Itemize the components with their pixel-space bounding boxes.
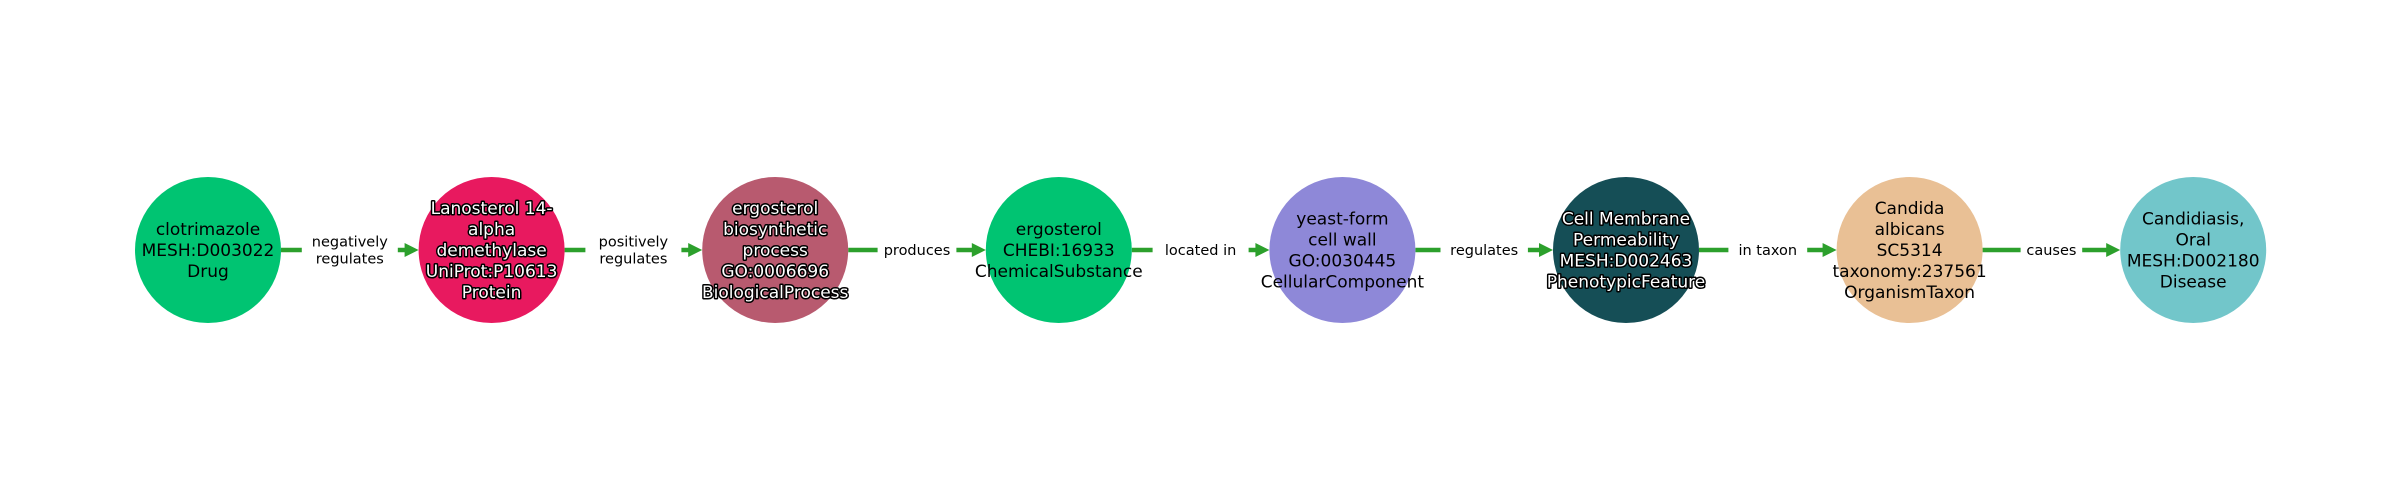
node-label: ChemicalSubstance — [975, 262, 1143, 282]
node-circle[interactable] — [985, 177, 1132, 323]
node-label: Permeability — [1573, 231, 1679, 251]
node-label: yeast-form — [1296, 210, 1388, 230]
node-label: ergosterol — [732, 199, 818, 219]
node-label: biosynthetic — [723, 220, 827, 240]
arrowhead-icon — [404, 243, 419, 257]
node-label: SC5314 — [1877, 241, 1943, 261]
node-label: OrganismTaxon — [1844, 283, 1975, 303]
arrowhead-icon — [1255, 243, 1270, 257]
edge-label-bg — [2020, 239, 2083, 261]
edge-4: regulates — [1415, 239, 1553, 261]
edge-label: regulates — [599, 252, 667, 268]
node-label: alpha — [468, 220, 515, 240]
node-label: CellularComponent — [1261, 273, 1425, 293]
node-label: CHEBI:16933 — [1003, 241, 1115, 261]
node-circle[interactable] — [702, 177, 849, 323]
node-label: Oral — [2175, 231, 2211, 251]
edge-label: produces — [884, 243, 951, 259]
edge-label-bg — [877, 239, 957, 261]
node-1[interactable]: Lanosterol 14-alphademethylaseUniProt:P1… — [418, 177, 565, 323]
node-circle[interactable] — [418, 177, 565, 323]
node-label: ergosterol — [1016, 220, 1102, 240]
node-label: BiologicalProcess — [702, 283, 849, 303]
edge-2: produces — [848, 239, 986, 261]
edge-label: located in — [1165, 243, 1236, 259]
node-label: Cell Membrane — [1562, 210, 1690, 230]
edge-label-bg — [301, 231, 398, 269]
node-label: cell wall — [1308, 231, 1376, 251]
node-label: Protein — [462, 283, 522, 303]
node-circle[interactable] — [1269, 177, 1416, 323]
node-label: Candida — [1875, 199, 1945, 219]
node-label: taxonomy:237561 — [1832, 262, 1986, 282]
node-circle[interactable] — [2120, 177, 2267, 323]
edge-label: negatively — [312, 235, 388, 251]
edge-label: regulates — [1450, 243, 1518, 259]
node-6[interactable]: CandidaalbicansSC5314taxonomy:237561Orga… — [1832, 177, 1987, 323]
node-label: Drug — [187, 262, 229, 282]
node-label: MESH:D002180 — [2127, 252, 2260, 272]
arrowhead-icon — [1539, 243, 1553, 257]
node-5[interactable]: Cell MembranePermeabilityMESH:D002463Phe… — [1545, 177, 1707, 323]
edge-5: in taxon — [1699, 239, 1837, 261]
arrowhead-icon — [2106, 243, 2121, 257]
node-circle[interactable] — [135, 177, 281, 323]
node-label: Lanosterol 14- — [431, 199, 553, 219]
edge-label: regulates — [316, 252, 384, 268]
edge-label: in taxon — [1738, 243, 1797, 259]
node-label: process — [743, 241, 808, 261]
node-label: albicans — [1875, 220, 1945, 240]
node-label: demethylase — [436, 241, 546, 261]
node-label: PhenotypicFeature — [1547, 273, 1706, 293]
edge-label-bg — [1728, 239, 1808, 261]
node-label: GO:0030445 — [1289, 252, 1397, 272]
node-label: Candidiasis, — [2142, 210, 2244, 230]
arrowhead-icon — [688, 243, 703, 257]
node-circle[interactable] — [1836, 177, 1983, 323]
node-label: MESH:D002463 — [1560, 252, 1693, 272]
arrowhead-icon — [971, 243, 986, 257]
edge-label-bg — [1152, 239, 1249, 261]
node-label: clotrimazole — [156, 220, 260, 240]
node-label: MESH:D003022 — [142, 241, 275, 261]
edge-label-bg — [585, 231, 682, 269]
edge-label: positively — [599, 235, 669, 251]
node-label: UniProt:P10613 — [426, 262, 558, 282]
edge-3: located in — [1131, 239, 1270, 261]
edge-label: causes — [2026, 243, 2076, 259]
edge-6: causes — [1982, 239, 2121, 261]
arrowhead-icon — [1822, 243, 1837, 257]
node-2[interactable]: ergosterolbiosyntheticprocessGO:0006696B… — [700, 177, 850, 323]
edge-label-bg — [1440, 239, 1528, 261]
node-circle[interactable] — [1553, 177, 1699, 323]
node-label: Disease — [2160, 273, 2227, 293]
node-label: GO:0006696 — [721, 262, 829, 282]
